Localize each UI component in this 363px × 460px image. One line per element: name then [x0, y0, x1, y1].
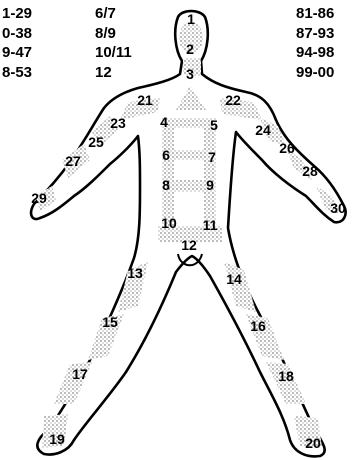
region-label-11: 11 [203, 217, 218, 233]
region-label-30: 30 [330, 200, 346, 216]
region-label-23: 23 [110, 115, 126, 131]
region-label-28: 28 [302, 163, 318, 179]
region-label-7: 7 [208, 149, 216, 165]
region-label-13: 13 [127, 265, 143, 281]
range-middle-1: 6/7 [95, 5, 116, 22]
region-label-26: 26 [279, 140, 295, 156]
region-label-15: 15 [102, 314, 118, 330]
region-label-1: 1 [187, 11, 195, 27]
region-label-19: 19 [49, 431, 65, 447]
range-left-3: 9-47 [2, 44, 32, 61]
range-right-3: 94-98 [296, 44, 334, 61]
region-label-25: 25 [88, 134, 104, 150]
region-label-6: 6 [162, 147, 170, 163]
range-middle-3: 10/11 [95, 44, 132, 61]
region-label-5: 5 [210, 117, 218, 133]
region-label-3: 3 [186, 66, 194, 82]
region-label-12: 12 [181, 237, 197, 253]
range-right-1: 81-86 [296, 5, 334, 22]
range-middle-2: 8/9 [95, 25, 116, 42]
region-label-4: 4 [160, 114, 168, 130]
region-label-17: 17 [72, 366, 88, 382]
range-right-2: 87-93 [296, 25, 334, 42]
region-label-18: 18 [278, 368, 294, 384]
range-table: 1-29 0-38 9-47 8-53 6/7 8/9 10/11 12 81-… [2, 5, 334, 81]
region-label-29: 29 [31, 190, 47, 206]
range-left-4: 8-53 [2, 64, 32, 81]
region-label-9: 9 [206, 177, 214, 193]
range-left-1: 1-29 [2, 5, 32, 22]
region-label-21: 21 [137, 92, 153, 108]
region-label-14: 14 [226, 271, 242, 287]
range-left-2: 0-38 [2, 25, 32, 42]
region-label-8: 8 [162, 177, 170, 193]
range-right-4: 99-00 [296, 64, 334, 81]
region-label-16: 16 [250, 318, 266, 334]
region-label-24: 24 [255, 122, 271, 138]
region-label-27: 27 [65, 153, 81, 169]
region-label-20: 20 [305, 435, 321, 451]
range-middle-4: 12 [95, 64, 112, 81]
region-label-2: 2 [186, 41, 194, 57]
region-label-10: 10 [161, 215, 177, 231]
region-label-22: 22 [225, 92, 241, 108]
